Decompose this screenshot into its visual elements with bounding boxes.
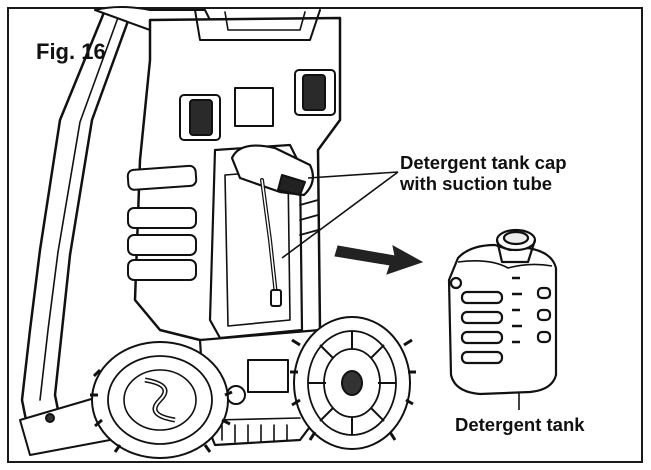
handle-frame-inner	[39, 11, 121, 401]
left-hook-inner	[189, 99, 213, 136]
label-line: with suction tube	[400, 172, 553, 194]
vent-slot	[127, 234, 197, 256]
detergent-tank	[447, 228, 558, 396]
tank-grip	[536, 308, 552, 322]
vent-slot	[127, 207, 197, 229]
right-wheel	[290, 316, 416, 450]
tank-grip	[536, 330, 552, 344]
foot-screw	[45, 413, 55, 423]
base-plate	[247, 359, 289, 393]
label-line: Detergent tank cap	[400, 152, 567, 173]
left-wheel	[90, 341, 233, 459]
vent-slot	[126, 164, 198, 191]
center-label-plate	[234, 87, 274, 127]
tank-grip	[460, 330, 504, 345]
handle-frame	[20, 8, 134, 442]
tank-opening	[502, 230, 530, 246]
tank-neck-body	[495, 239, 537, 264]
right-hook-inner	[302, 74, 326, 111]
tank-grip	[460, 350, 504, 365]
base-teeth	[214, 417, 301, 443]
bay-side-ribs	[299, 199, 319, 236]
suction-tube-core	[261, 179, 277, 296]
label-detergent-tank: Detergent tank	[455, 414, 585, 435]
tank-grip	[536, 286, 552, 300]
tank-knob	[449, 276, 463, 290]
tank-cap-grip	[277, 174, 306, 196]
callout-line	[281, 171, 399, 259]
figure-title: Fig. 16	[36, 39, 106, 64]
label-detergent-tank-cap: Detergent tank cap with suction tube	[400, 152, 567, 194]
vent-slot	[127, 259, 197, 281]
removal-arrow	[334, 245, 424, 275]
tank-level-marks	[512, 276, 522, 344]
body-top-rim-2	[224, 11, 306, 31]
suction-filter	[270, 289, 282, 307]
body-top-rim	[194, 9, 321, 41]
fitting	[226, 385, 246, 405]
tank-shoulder	[457, 260, 553, 269]
callout-line	[307, 171, 399, 179]
tank-grip	[460, 290, 504, 305]
tank-grip	[460, 310, 504, 325]
